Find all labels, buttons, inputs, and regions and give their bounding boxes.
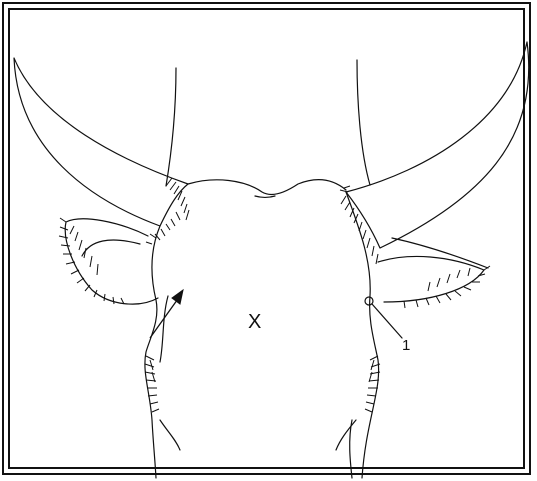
right-ear-top (392, 238, 488, 268)
neck-line-left (166, 68, 176, 186)
right-ear (378, 256, 484, 302)
left-ear (65, 219, 158, 304)
poll-detail (255, 196, 275, 198)
left-ear-inner (82, 240, 140, 256)
fur-tufts (59, 178, 490, 412)
chin-right (336, 420, 356, 450)
leader-line-1 (372, 304, 402, 338)
pointer-label-1: 1 (402, 337, 410, 354)
right-horn (346, 42, 529, 248)
face-left-outline (145, 226, 160, 478)
face-left-inner (160, 296, 168, 362)
poll-outline (188, 180, 346, 195)
neck-line-right (357, 60, 370, 185)
left-horn (14, 58, 188, 226)
center-label-x: X (248, 311, 261, 333)
chin-left (160, 420, 180, 450)
face-right-inner (350, 420, 352, 478)
